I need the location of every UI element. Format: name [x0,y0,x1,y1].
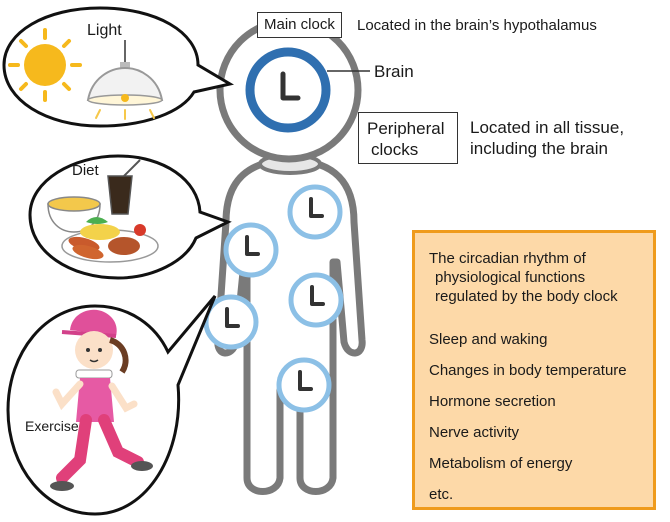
rhythm-item: etc. [429,486,454,503]
main-clock-label-box: Main clock [257,12,342,38]
runner-girl-icon [50,309,153,491]
drink-glass-icon [107,159,141,215]
peripheral-description-line2: including the brain [470,139,608,158]
peripheral-clock-icon [203,294,259,350]
exercise-label: Exercise [25,418,79,434]
diet-label: Diet [72,162,99,179]
peripheral-description-line1: Located in all tissue, [470,118,625,137]
rhythm-item: Hormone secretion [429,393,556,410]
peripheral-clock-icon [223,222,279,278]
main-clock-description: Located in the brain’s hypothalamus [357,17,597,34]
brain-label: Brain [374,62,414,81]
light-label: Light [87,22,122,39]
main-clock-icon [245,47,331,133]
light-bubble [2,6,235,128]
rhythm-box-title: The circadian rhythm of physiological fu… [429,249,618,306]
rhythm-item: Nerve activity [429,424,520,441]
rhythm-item: Changes in body temperature [429,362,627,379]
peripheral-clock-icon [276,357,332,413]
main-clock-label: Main clock [264,16,335,33]
diet-bubble [28,154,232,280]
rhythm-title-line1: The circadian rhythm of [429,250,586,267]
peripheral-clocks-label-box: Peripheral clocks [358,112,458,164]
exercise-bubble [6,295,217,516]
rhythm-title-line3: regulated by the body clock [435,288,618,305]
peripheral-label-line1: Peripheral [367,119,445,138]
rhythm-title-line2: physiological functions [435,269,586,286]
peripheral-clock-icon [288,272,344,328]
peripheral-label-line2: clocks [371,140,419,159]
sun-icon [8,28,82,102]
peripheral-clock-icon [287,184,343,240]
soup-cup-icon [47,196,101,233]
food-plate-icon [61,217,159,263]
circadian-rhythm-box: The circadian rhythm of physiological fu… [412,230,656,510]
rhythm-item: Metabolism of energy [429,455,573,472]
ceiling-lamp-icon [86,40,164,120]
rhythm-item: Sleep and waking [429,331,548,348]
